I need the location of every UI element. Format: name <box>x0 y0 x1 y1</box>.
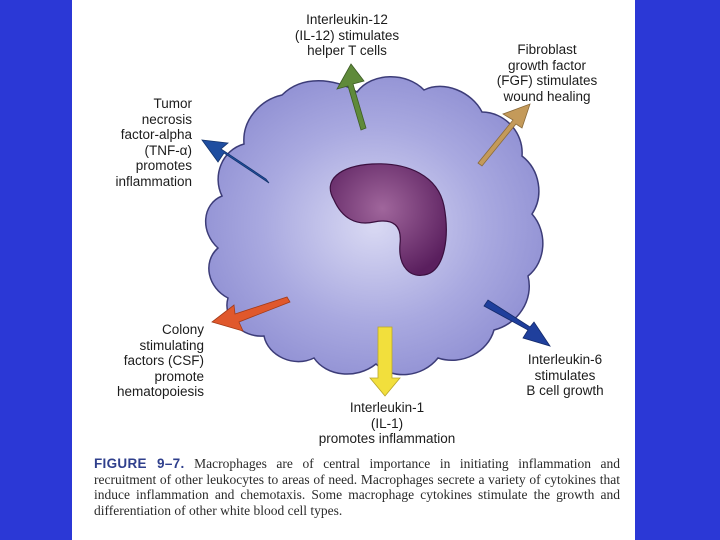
il6-arrow <box>483 299 551 347</box>
csf-arrow <box>211 296 291 332</box>
macrophage-cell-body <box>204 76 544 376</box>
il6-label: Interleukin-6 stimulates B cell growth <box>526 352 604 398</box>
slide: Interleukin-12 (IL-12) stimulates helper… <box>72 0 635 540</box>
il1-arrow <box>369 326 401 397</box>
tnf-arrow <box>201 139 270 184</box>
fgf-arrow <box>477 103 531 167</box>
il12-arrow <box>336 63 367 131</box>
macrophage-nucleus <box>329 163 447 276</box>
figure-caption: FIGURE 9–7. Macrophages are of central i… <box>94 456 620 518</box>
il1-label: Interleukin-1 (IL-1) promotes inflammati… <box>318 400 456 446</box>
macrophage-diagram <box>201 63 551 397</box>
caption-text: Macrophages are of central importance in… <box>94 456 621 518</box>
fgf-label: Fibroblast growth factor (FGF) stimulate… <box>496 42 598 104</box>
figure-number: FIGURE 9–7. <box>94 456 185 471</box>
il12-label: Interleukin-12 (IL-12) stimulates helper… <box>294 12 400 58</box>
tnf-label: Tumor necrosis factor-alpha (TNF-α) prom… <box>115 96 192 189</box>
csf-label: Colony stimulating factors (CSF) promote… <box>116 322 204 399</box>
